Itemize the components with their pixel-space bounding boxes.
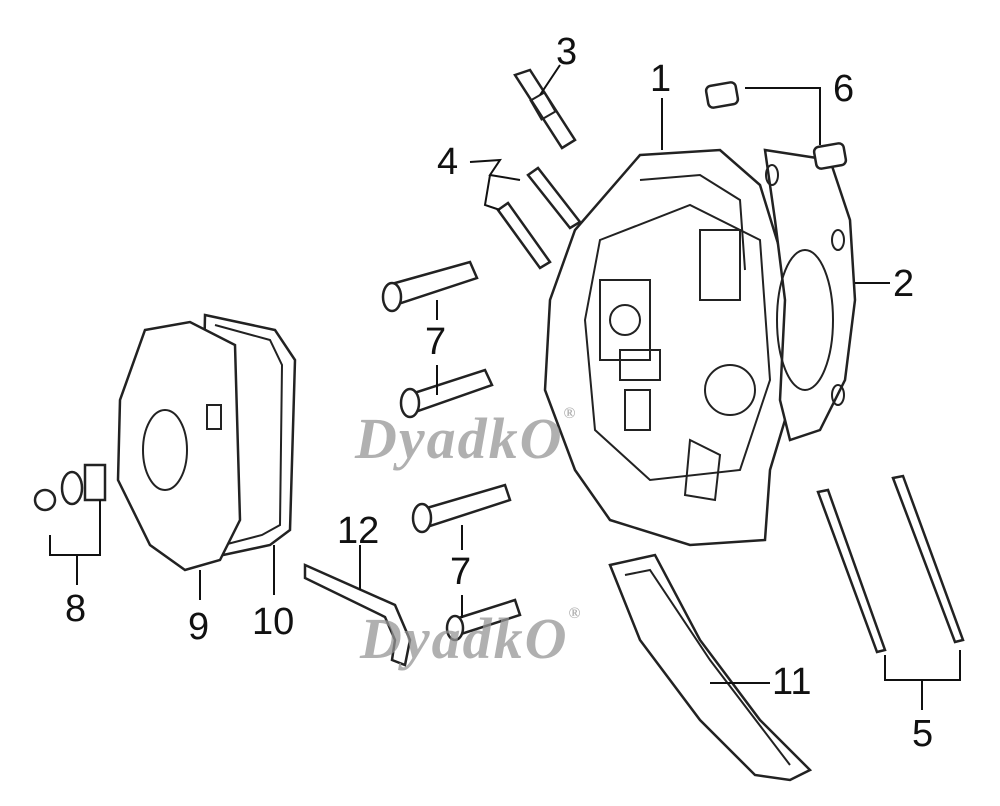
- callout-2: 2: [893, 263, 915, 305]
- callout-5: 5: [912, 713, 934, 755]
- callout-3: 3: [556, 31, 578, 73]
- head-gasket: [763, 148, 857, 442]
- callout-6: 6: [833, 68, 855, 110]
- spark-plug: [513, 68, 577, 150]
- studs: [816, 474, 965, 654]
- callout-7: 7: [450, 551, 472, 593]
- air-guide: [608, 553, 813, 782]
- callout-4: 4: [437, 141, 459, 183]
- valve-caps: [704, 81, 848, 170]
- watermark: DyadkO®: [360, 605, 583, 671]
- callout-7: 7: [425, 321, 447, 363]
- callout-11: 11: [772, 661, 812, 703]
- cover-fasteners: [33, 463, 107, 512]
- callout-10: 10: [252, 601, 295, 643]
- rocker-cover: [116, 313, 297, 572]
- cylinder-head: [543, 148, 792, 547]
- callout-9: 9: [188, 606, 210, 648]
- callout-12: 12: [337, 510, 380, 552]
- callout-8: 8: [65, 588, 87, 630]
- valves: [496, 166, 582, 270]
- head-bolts: [381, 260, 522, 642]
- leader-lines: [49, 64, 961, 710]
- callout-1: 1: [650, 58, 672, 100]
- watermark: DyadkO®: [355, 405, 578, 471]
- breather-tube: [303, 563, 412, 667]
